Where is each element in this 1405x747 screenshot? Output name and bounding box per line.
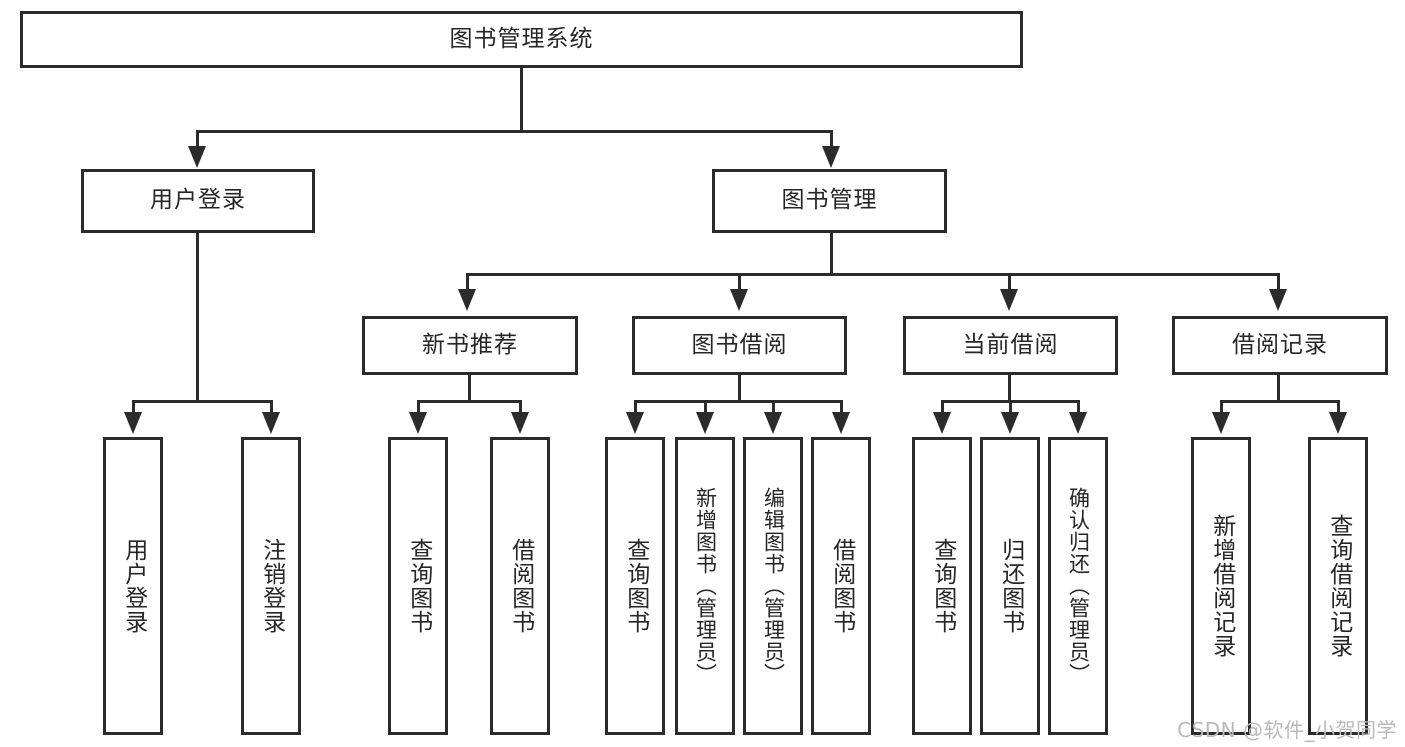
connector-new-book-stem [468,375,471,400]
connector-new-book-bus [417,400,522,403]
connector-current-borrow-leaf-1 [941,400,944,418]
arrow-user-login-leaf-1 [124,412,142,434]
connector-current-borrow-leaf-2 [1009,400,1012,418]
connector-root-bus [196,130,833,133]
connector-bm-to-current-borrow [1008,273,1011,293]
leaf-user-login-login[interactable]: 用户登录 [103,437,163,735]
connector-borrow-record-leaf-2 [1337,400,1340,418]
arrow-borrow-record-leaf-1 [1212,412,1230,434]
arrow-current-borrow-leaf-1 [933,412,951,434]
arrow-new-book-leaf-2 [511,412,529,434]
node-label: 图书管理 [781,187,878,214]
leaf-new-book-query-books[interactable]: 查询图书 [388,437,448,735]
node-label: 查询图书 [405,538,432,634]
node-root-book-management-system[interactable]: 图书管理系统 [20,11,1023,68]
node-label: 当前借阅 [962,331,1059,358]
node-label: 图书管理系统 [449,25,594,52]
arrow-book-borrow-leaf-1 [626,412,644,434]
leaf-current-borrow-query-books[interactable]: 查询图书 [912,437,972,735]
arrow-bm-to-book-borrow [730,289,748,311]
node-label: 归还图书 [997,538,1024,634]
connector-current-borrow-leaf-3 [1077,400,1080,418]
node-user-login[interactable]: 用户登录 [81,169,315,233]
arrow-borrow-record-leaf-2 [1329,412,1347,434]
arrow-current-borrow-leaf-3 [1069,412,1087,434]
connector-user-login-stem [196,233,199,400]
node-label: 查询图书 [929,538,956,634]
node-label: 用户登录 [150,187,246,214]
node-book-borrow[interactable]: 图书借阅 [632,316,847,375]
node-label: 借阅图书 [828,538,855,634]
arrow-current-borrow-leaf-2 [1001,412,1019,434]
connector-bm-to-new-book [466,273,469,293]
connector-new-book-leaf-1 [417,400,420,418]
connector-book-borrow-leaf-2 [704,400,707,418]
connector-book-borrow-leaf-4 [840,400,843,418]
connector-book-borrow-leaf-3 [772,400,775,418]
arrow-bm-to-borrow-record [1269,289,1287,311]
connector-user-login-leaf-2 [270,400,273,418]
node-label: 查询图书 [622,538,649,634]
connector-borrow-record-bus [1220,400,1340,403]
leaf-book-borrow-edit-book-admin[interactable]: 编辑图书（管理员） [743,437,803,735]
node-label: 注销登录 [258,538,285,634]
connector-root-to-user-login [196,130,199,152]
leaf-borrow-record-query-record[interactable]: 查询借阅记录 [1308,437,1368,735]
leaf-current-borrow-confirm-return-admin[interactable]: 确认归还（管理员） [1048,437,1108,735]
node-label: 编辑图书（管理员） [761,487,786,685]
connector-book-management-stem [830,233,833,273]
connector-root-stem [520,68,523,130]
node-label: 借阅记录 [1232,331,1328,358]
node-label: 确认归还（管理员） [1066,487,1091,685]
leaf-borrow-record-add-record[interactable]: 新增借阅记录 [1191,437,1251,735]
connector-book-borrow-stem [738,375,741,400]
arrow-bm-to-current-borrow [1000,289,1018,311]
arrow-book-borrow-leaf-2 [696,412,714,434]
node-label: 查询借阅记录 [1325,514,1352,658]
arrow-user-login-leaf-2 [262,412,280,434]
connector-borrow-record-leaf-1 [1220,400,1223,418]
node-current-borrow[interactable]: 当前借阅 [903,316,1118,375]
node-new-book-recommend[interactable]: 新书推荐 [362,316,578,375]
node-book-management[interactable]: 图书管理 [712,169,947,233]
connector-book-management-bus [466,273,1280,276]
connector-bm-to-book-borrow [738,273,741,293]
leaf-user-login-logout[interactable]: 注销登录 [241,437,301,735]
leaf-book-borrow-borrow-books[interactable]: 借阅图书 [811,437,871,735]
leaf-book-borrow-query-books[interactable]: 查询图书 [605,437,665,735]
leaf-new-book-borrow-books[interactable]: 借阅图书 [490,437,550,735]
connector-book-borrow-leaf-1 [634,400,637,418]
node-label: 图书借阅 [691,331,788,358]
leaf-book-borrow-add-book-admin[interactable]: 新增图书（管理员） [675,437,735,735]
node-label: 用户登录 [120,538,147,634]
leaf-current-borrow-return-books[interactable]: 归还图书 [980,437,1040,735]
arrow-book-borrow-leaf-3 [764,412,782,434]
node-label: 借阅图书 [507,538,534,634]
arrow-new-book-leaf-1 [409,412,427,434]
arrow-bm-to-new-book [458,289,476,311]
connector-root-to-book-management [830,130,833,152]
connector-current-borrow-stem [1008,375,1011,400]
node-label: 新书推荐 [422,331,518,358]
connector-new-book-leaf-2 [519,400,522,418]
arrow-root-to-user-login [188,146,206,168]
arrow-book-borrow-leaf-4 [832,412,850,434]
node-label: 新增借阅记录 [1208,514,1235,658]
connector-bm-to-borrow-record [1277,273,1280,293]
connector-book-borrow-bus [634,400,842,403]
node-label: 新增图书（管理员） [693,487,718,685]
connector-user-login-leaf-1 [132,400,135,418]
connector-user-login-bus [132,400,273,403]
connector-borrow-record-stem [1277,375,1280,400]
arrow-root-to-book-management [822,146,840,168]
watermark-text: CSDN @软件_小贺同学 [1177,718,1397,742]
node-borrow-record[interactable]: 借阅记录 [1172,316,1388,375]
